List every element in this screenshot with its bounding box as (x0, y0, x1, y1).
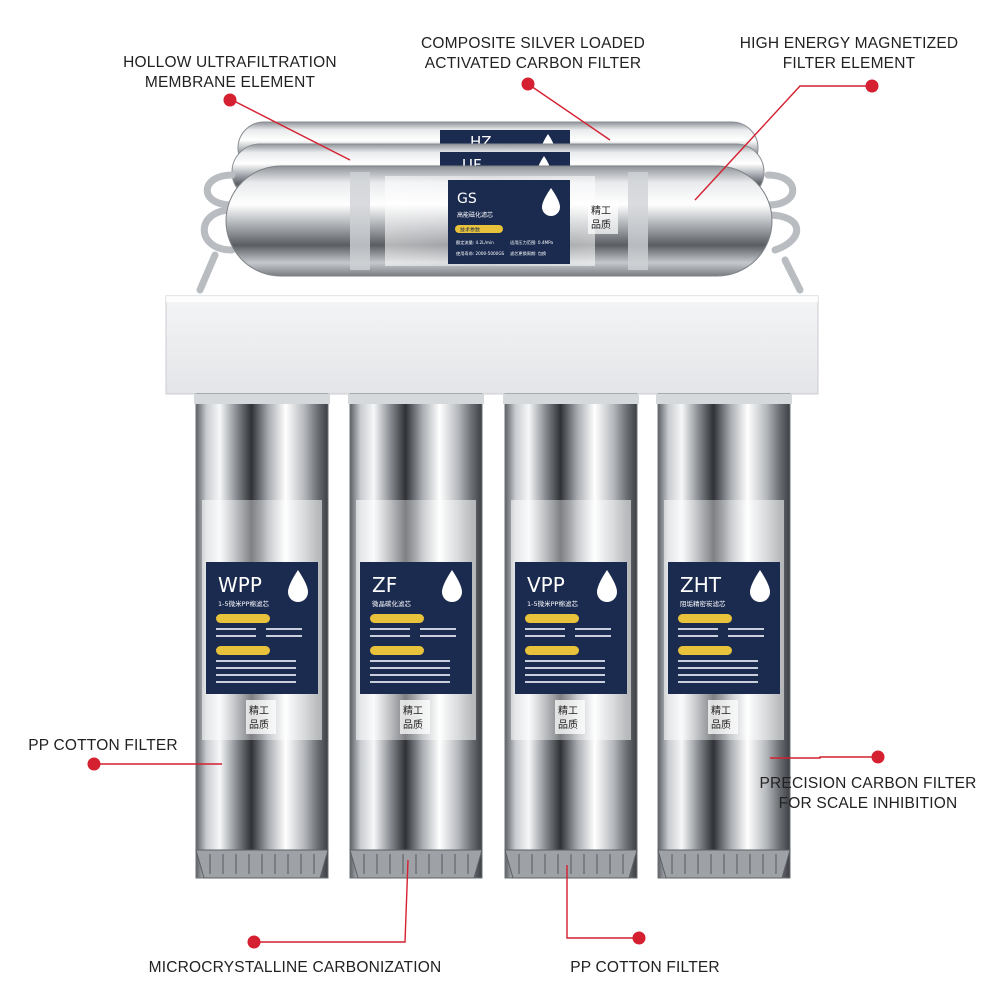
water-drop-icon (750, 570, 770, 602)
svg-text:品质: 品质 (558, 719, 578, 731)
callout-dot (247, 935, 261, 949)
mounting-plate (165, 295, 819, 395)
water-drop-icon (288, 570, 308, 602)
gs-spec: 额定流量: 4.2L/min (456, 239, 494, 246)
cartridge-code: ZF (372, 573, 397, 597)
water-drop-icon (542, 188, 560, 216)
svg-text:精工: 精工 (591, 204, 611, 217)
svg-text:精工: 精工 (249, 704, 269, 717)
gs-subtitle: 高能磁化滤芯 (457, 211, 493, 219)
callout-line-microcrystalline (255, 859, 409, 943)
callout-dots (87, 77, 885, 949)
callout-hollow-uf: HOLLOW ULTRAFILTRATION MEMBRANE ELEMENT (123, 54, 337, 91)
spec-badge (525, 614, 579, 623)
spec-badge (370, 614, 424, 623)
callout-dot (521, 77, 535, 91)
gs-code: GS (457, 191, 477, 207)
svg-text:品质: 品质 (249, 719, 269, 731)
cartridge-subtitle: 1-5微米PP棉滤芯 (527, 599, 578, 608)
spec-badge (216, 646, 270, 655)
top-cartridge-gs: GS 高能磁化滤芯 技术参数 额定流量: 4.2L/min 适用压力范围: 0.… (225, 165, 773, 277)
callout-precision-carbon: PRECISION CARBON FILTER FOR SCALE INHIBI… (759, 775, 977, 812)
cartridge-code: ZHT (680, 573, 722, 597)
callout-pp-cotton-left: PP COTTON FILTER (28, 737, 178, 754)
water-drop-icon (442, 570, 462, 602)
svg-text:精工: 精工 (558, 704, 578, 717)
callout-line-precision (770, 756, 876, 759)
svg-text:精工: 精工 (403, 704, 423, 717)
spec-badge (678, 646, 732, 655)
gs-spec: 使用寿命: 2000-5000GS (456, 250, 505, 257)
callout-pp-cotton-bottom: PP COTTON FILTER (570, 959, 720, 976)
svg-text:品质: 品质 (591, 219, 611, 231)
gs-spec: 适用压力范围: 0.4MPa (510, 239, 553, 246)
svg-text:品质: 品质 (711, 719, 731, 731)
callout-dot (865, 79, 879, 93)
cartridge-code: WPP (218, 573, 262, 597)
svg-text:品质: 品质 (403, 719, 423, 731)
cartridge-subtitle: 微晶碳化滤芯 (372, 599, 412, 608)
callout-line-pp-bottom (566, 865, 637, 939)
spec-badge (525, 646, 579, 655)
callout-line-composite-silver (527, 83, 611, 141)
cartridge-code: VPP (527, 573, 565, 597)
callout-dot (871, 750, 885, 764)
gs-badge (455, 225, 503, 233)
cartridge-subtitle: 1-5微米PP棉滤芯 (218, 599, 269, 608)
spec-badge (216, 614, 270, 623)
callout-dot (223, 93, 237, 107)
callout-microcrystalline: MICROCRYSTALLINE CARBONIZATION (148, 959, 442, 976)
callout-dot (87, 757, 101, 771)
callout-magnetized: HIGH ENERGY MAGNETIZED FILTER ELEMENT (739, 35, 959, 72)
callout-dot (632, 931, 646, 945)
spec-badge (678, 614, 732, 623)
right-tube-fittings (764, 171, 804, 294)
spec-badge (370, 646, 424, 655)
svg-text:精工: 精工 (711, 704, 731, 717)
cartridge-subtitle: 阻垢精密炭滤芯 (680, 599, 726, 608)
quality-seal: 精工 品质 (588, 200, 618, 234)
water-drop-icon (597, 570, 617, 602)
callout-composite-silver: COMPOSITE SILVER LOADED ACTIVATED CARBON… (421, 35, 645, 72)
left-tube-fittings (196, 171, 236, 294)
gs-badge-text: 技术参数 (460, 227, 480, 234)
callout-line-magnetized (694, 85, 870, 201)
gs-spec: 滤芯更换周期: 包换 (510, 250, 547, 257)
